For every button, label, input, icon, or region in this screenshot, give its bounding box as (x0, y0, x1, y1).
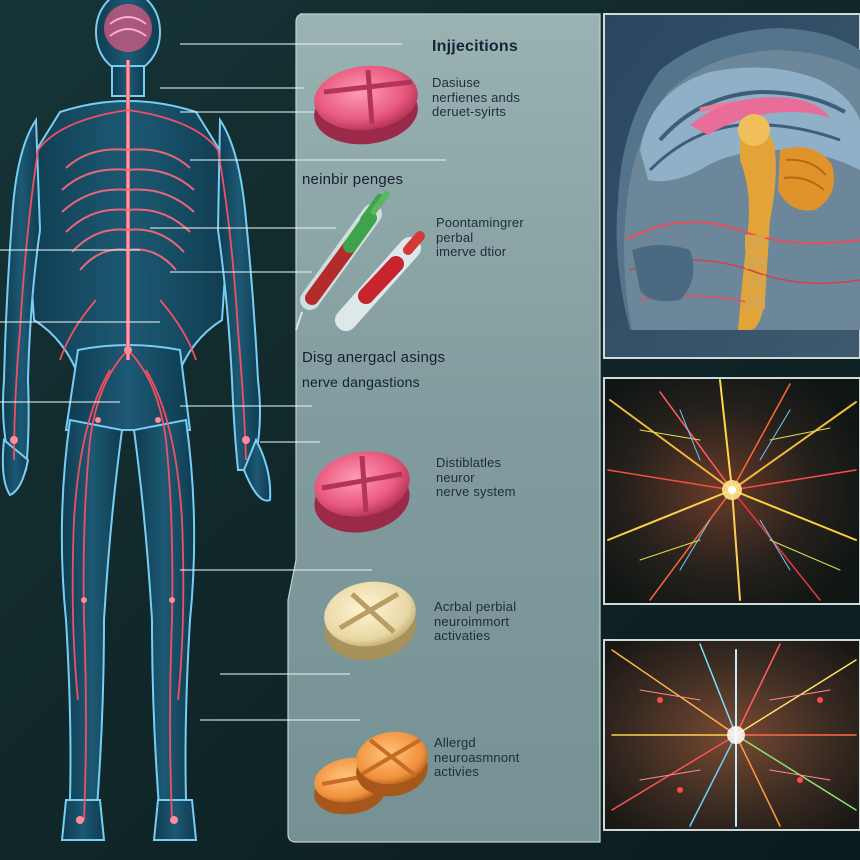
label-block-5-line-1: Acrbal perbial (434, 599, 517, 614)
label-block-5: Acrbal perbial neuroimmort activaties (434, 599, 517, 644)
label-heading-3: Disg anergacl asings nerve dangastions (302, 349, 446, 390)
syringe-red (335, 231, 425, 331)
label-block-2-line-3: imerve dtior (436, 244, 507, 260)
pill-orange-pair (314, 731, 428, 815)
label-block-6: Allergd neuroasmnont activies (434, 735, 520, 780)
label-block-2: Poontamingrer perbal imerve dtior (436, 215, 524, 260)
brain-mri (603, 13, 860, 359)
label-heading-3-line-1: Disg anergacl asings (302, 349, 446, 366)
label-block-2-line-2: perbal (436, 229, 474, 245)
label-block-2-line-1: Poontamingrer (436, 215, 524, 230)
label-block-1: Dasiuse nerfienes ands deruet-syirts (432, 75, 521, 120)
label-block-6-line-1: Allergd (434, 735, 476, 750)
label-block-6-line-2: neuroasmnont (434, 749, 520, 765)
label-block-1-line-1: Dasiuse (432, 75, 481, 90)
label-block-1-line-2: nerfienes ands (432, 89, 521, 105)
pill-pink-top (314, 65, 418, 145)
label-block-6-line-3: activies (434, 764, 479, 780)
syringe-green (295, 190, 391, 331)
label-heading-3-line-2: nerve dangastions (302, 373, 420, 390)
label-block-1-line-3: deruet-syirts (432, 104, 507, 120)
pill-cream (324, 581, 416, 661)
label-block-5-line-3: activaties (434, 628, 491, 644)
human-figure (1, 0, 272, 841)
label-heading-2: neinbir penges (302, 171, 404, 188)
label-block-4-line-2: neuror (436, 469, 475, 485)
pill-pink-mid (314, 451, 410, 533)
leader-lines (0, 43, 446, 721)
label-block-5-line-2: neuroimmort (434, 613, 510, 629)
label-block-4-line-1: Distiblatles (436, 455, 502, 470)
label-block-4: Distiblatles neuror nerve system (436, 455, 516, 500)
neuron-network-upper (603, 377, 860, 605)
neuron-network-lower (603, 639, 860, 831)
label-block-4-line-3: nerve system (436, 484, 516, 500)
label-injections: Injjecitions (432, 38, 518, 55)
